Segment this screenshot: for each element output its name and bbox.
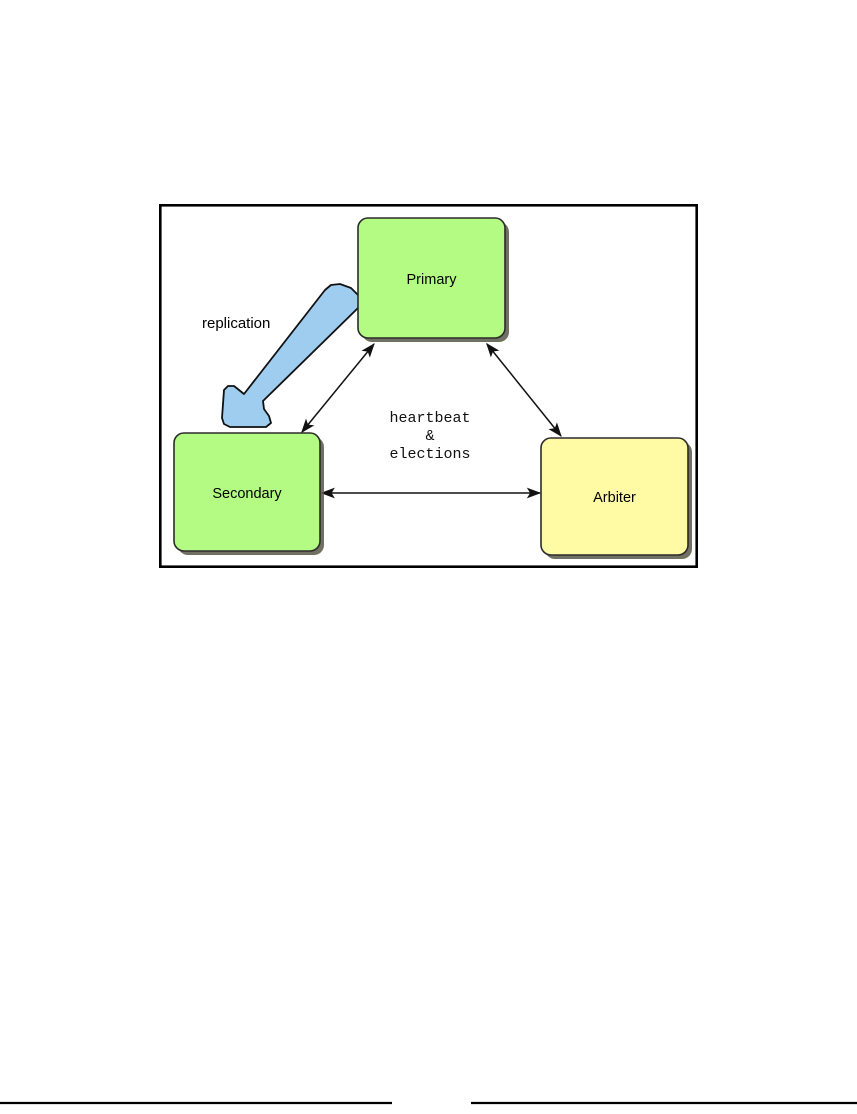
node-secondary-label: Secondary	[212, 486, 282, 502]
replication-block-arrow	[221, 283, 361, 428]
heartbeat-elections-label: heartbeat & elections	[389, 410, 470, 463]
node-arbiter-label: Arbiter	[593, 490, 636, 506]
node-primary-box[interactable]	[357, 217, 506, 339]
node-arbiter-box[interactable]	[540, 437, 689, 556]
replication-label: replication	[202, 315, 270, 332]
heartbeat-label-line-3: elections	[389, 446, 470, 463]
node-secondary[interactable]: Secondary	[173, 432, 324, 555]
node-primary-label: Primary	[407, 272, 458, 288]
node-secondary-box[interactable]	[173, 432, 321, 552]
heartbeat-label-line-1: heartbeat	[389, 410, 470, 427]
heartbeat-label-line-2: &	[425, 428, 434, 445]
edge-primary-secondary	[301, 343, 375, 434]
node-arbiter[interactable]: Arbiter	[540, 437, 692, 559]
node-primary[interactable]: Primary	[357, 217, 509, 342]
edge-primary-arbiter	[486, 342, 562, 437]
